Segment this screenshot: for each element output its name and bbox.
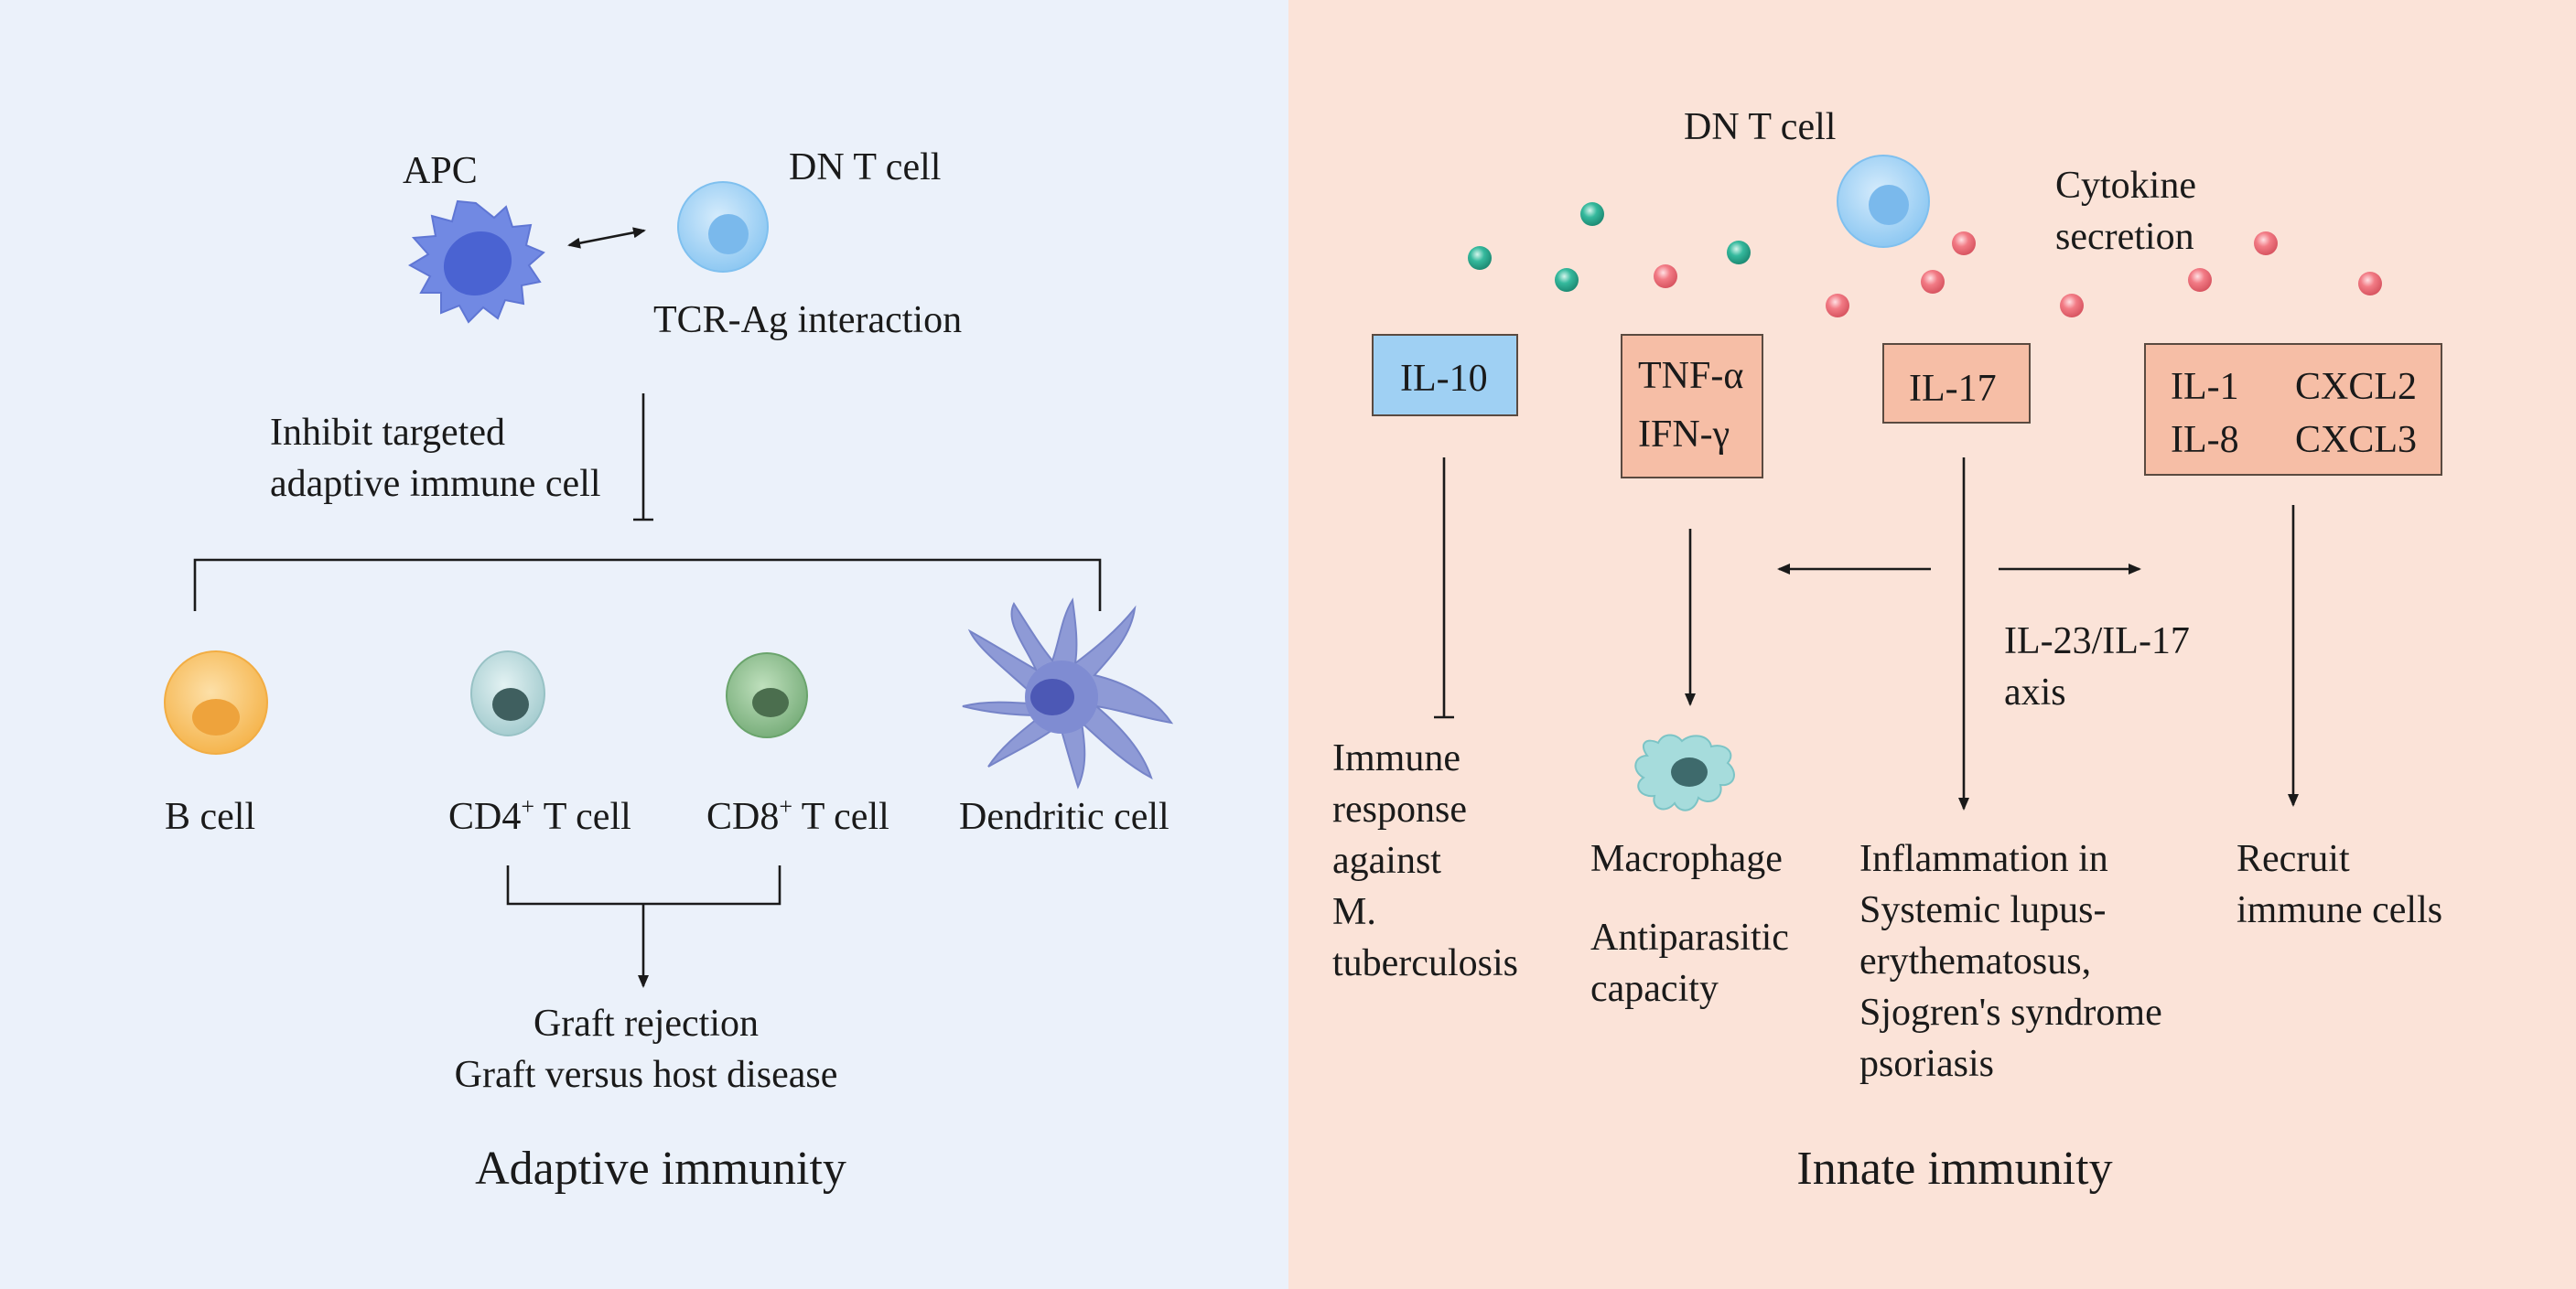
immune-response-line: Immune <box>1332 737 1460 779</box>
cd8-t-cell-icon <box>726 652 808 738</box>
teal-cytokine-dot <box>1580 202 1604 226</box>
il17-box-bg <box>1882 343 2031 424</box>
inhibit-label-line1: Inhibit targeted <box>270 412 505 454</box>
target-cells-bracket <box>193 558 1102 611</box>
cd8-suffix: T cell <box>792 796 889 838</box>
apc-dn-double-arrow <box>567 227 646 249</box>
antiparasitic-line2: capacity <box>1590 968 1719 1010</box>
chemokine-box-bg <box>2144 343 2442 476</box>
cytokine-label-line2: secretion <box>2055 216 2194 258</box>
inflammation-line: psoriasis <box>1859 1043 1994 1085</box>
cd4-t-cell-icon <box>470 650 545 736</box>
red-cytokine-dot <box>2254 231 2278 255</box>
inflammation-line: Systemic lupus- <box>1859 889 2107 931</box>
immune-response-line: tuberculosis <box>1332 942 1518 984</box>
immune-response-line: M. <box>1332 891 1376 933</box>
il10-box: IL-10 <box>1372 334 1518 416</box>
red-cytokine-dot <box>1952 231 1976 255</box>
dendritic-cell-label: Dendritic cell <box>959 796 1169 838</box>
red-cytokine-dot <box>2060 294 2084 317</box>
antiparasitic-line1: Antiparasitic <box>1590 917 1789 959</box>
innate-dn-t-cell-icon <box>1837 155 1930 248</box>
cytokine-label-line1: Cytokine <box>2055 165 2196 207</box>
adaptive-immunity-title: Adaptive immunity <box>475 1143 846 1195</box>
cxcl2-label: CXCL2 <box>2295 366 2417 408</box>
dendritic-cell-icon <box>962 597 1174 790</box>
cytokine-dots <box>1468 202 2382 317</box>
il8-label: IL-8 <box>2171 419 2239 461</box>
cxcl3-label: CXCL3 <box>2295 419 2417 461</box>
innate-immunity-title: Innate immunity <box>1796 1143 2112 1195</box>
innate-dn-t-cell-label: DN T cell <box>1684 106 1836 148</box>
teal-cytokine-dot <box>1555 268 1579 292</box>
red-cytokine-dot <box>1654 264 1677 288</box>
tnf-ifn-box: TNF-α IFN-γ <box>1621 334 1763 478</box>
innate-panel <box>1288 0 2576 1289</box>
b-cell-icon <box>164 650 268 755</box>
immune-response-line: response <box>1332 789 1467 831</box>
red-cytokine-dot <box>1826 294 1849 317</box>
cd4-superscript: + <box>521 793 534 820</box>
dn-t-cell-icon <box>677 181 769 273</box>
red-cytokine-dot <box>1921 270 1945 294</box>
ifn-gamma-label: IFN-γ <box>1638 414 1730 456</box>
cd4-suffix: T cell <box>534 796 631 838</box>
immune-response-line: against <box>1332 840 1441 882</box>
inflammation-line: erythematosus, <box>1859 940 2091 983</box>
il10-box-bg <box>1372 334 1518 416</box>
cd4-prefix: CD4 <box>448 796 521 838</box>
macrophage-icon <box>1634 734 1735 811</box>
b-cell-label: B cell <box>165 796 255 838</box>
recruit-line1: Recruit <box>2236 838 2350 880</box>
tnf-alpha-label: TNF-α <box>1638 355 1743 397</box>
cd8-superscript: + <box>779 793 792 820</box>
inflammation-line: Inflammation in <box>1859 838 2108 880</box>
axis-label-line2: axis <box>2004 671 2066 714</box>
chemokine-box: IL-1 IL-8 CXCL2 CXCL3 <box>2144 343 2442 476</box>
cd8-prefix: CD8 <box>706 796 779 838</box>
il10-label: IL-10 <box>1400 358 1488 400</box>
tcr-ag-interaction-label: TCR-Ag interaction <box>653 299 962 341</box>
teal-cytokine-dot <box>1468 246 1492 270</box>
cd4-t-cell-label: CD4+ T cell <box>448 793 631 838</box>
inflammation-text: Inflammation in Systemic lupus- erythema… <box>1859 838 2162 1085</box>
inhibit-label-line2: adaptive immune cell <box>270 463 601 505</box>
cd8-t-cell-label: CD8+ T cell <box>706 793 889 838</box>
il17-label: IL-17 <box>1909 368 1997 410</box>
teal-cytokine-dot <box>1727 241 1751 264</box>
red-cytokine-dot <box>2188 268 2212 292</box>
graft-rejection-label: Graft rejection <box>534 1003 759 1045</box>
apc-label: APC <box>403 150 478 192</box>
inflammation-line: Sjogren's syndrome <box>1859 992 2162 1034</box>
apc-cell-icon <box>407 199 545 324</box>
il17-box: IL-17 <box>1882 343 2031 424</box>
recruit-line2: immune cells <box>2236 889 2442 931</box>
immune-response-text: Immune response against M. tuberculosis <box>1332 737 1518 984</box>
gvhd-label: Graft versus host disease <box>455 1054 838 1096</box>
adaptive-dn-t-cell-label: DN T cell <box>789 146 941 188</box>
red-cytokine-dot <box>2358 272 2382 295</box>
axis-label-line1: IL-23/IL-17 <box>2004 620 2190 662</box>
il1-label: IL-1 <box>2171 366 2239 408</box>
tnf-ifn-box-bg <box>1621 334 1763 478</box>
macrophage-label: Macrophage <box>1590 838 1783 880</box>
